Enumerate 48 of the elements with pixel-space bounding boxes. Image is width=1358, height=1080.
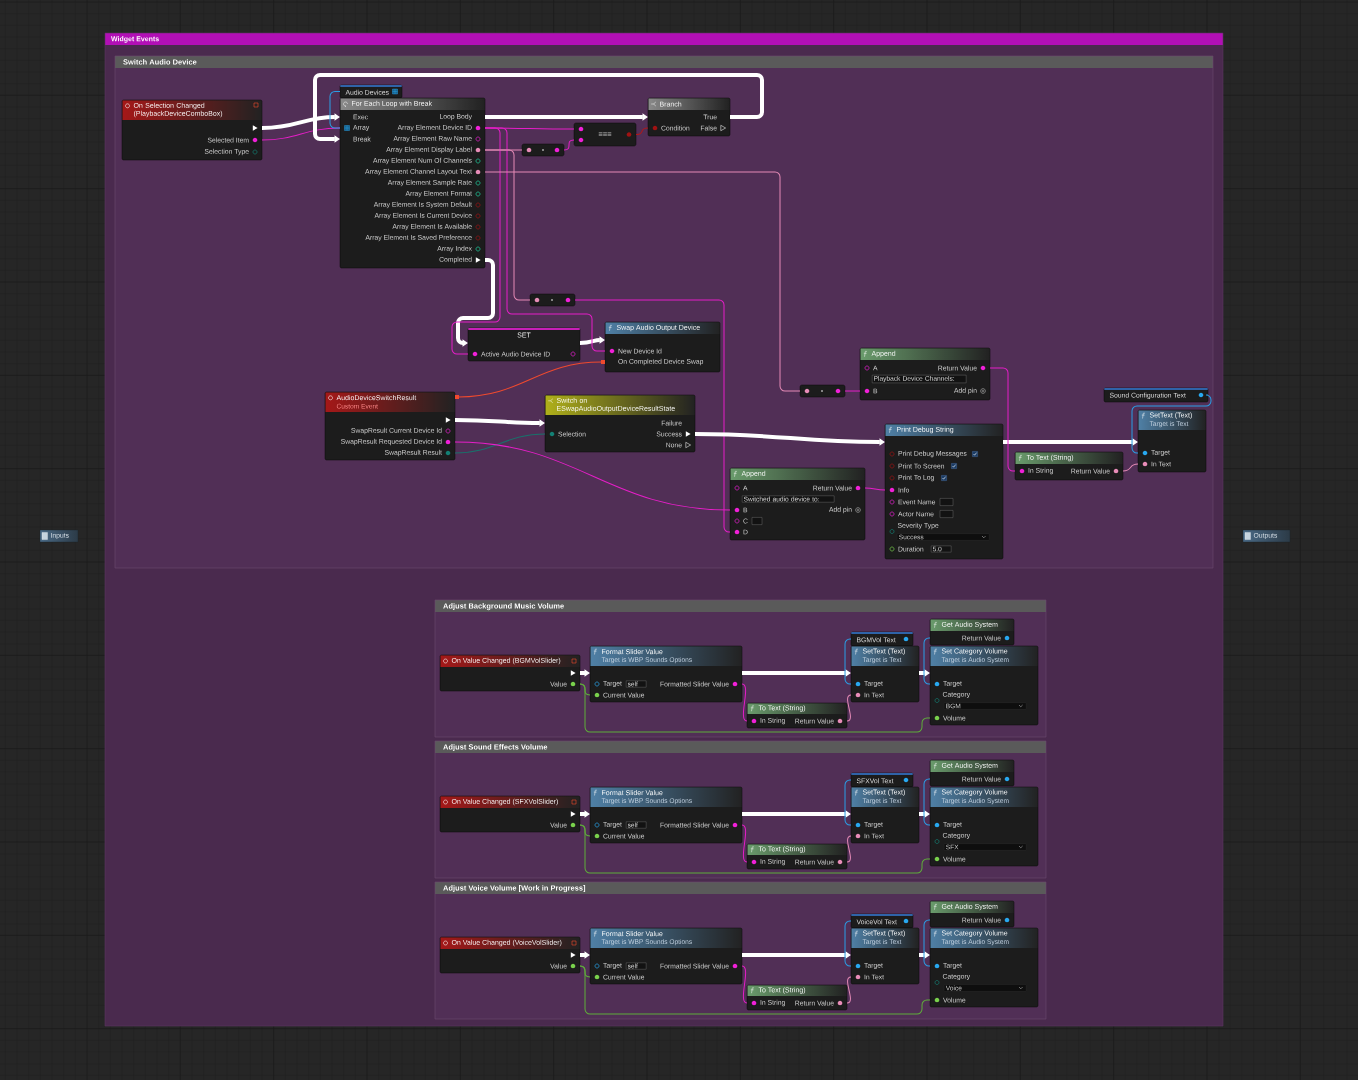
wire <box>579 965 931 1015</box>
wire <box>579 336 605 345</box>
wire <box>844 390 861 392</box>
wire <box>695 432 885 446</box>
wire <box>1131 394 1212 454</box>
wire <box>989 367 1016 472</box>
wire <box>923 637 931 685</box>
wire <box>741 965 748 1004</box>
wire <box>579 824 931 874</box>
wire <box>919 669 930 677</box>
wire <box>864 487 886 491</box>
wire <box>741 824 748 863</box>
wire <box>484 171 801 392</box>
wire <box>454 433 546 454</box>
wire <box>844 638 852 685</box>
wire <box>454 441 731 511</box>
wire <box>741 683 748 722</box>
wire <box>742 810 851 818</box>
wire <box>261 113 340 130</box>
wire <box>846 694 852 722</box>
wire <box>484 149 531 301</box>
wire <box>580 669 590 677</box>
wire <box>580 810 590 818</box>
wire <box>844 920 852 967</box>
wire <box>580 951 590 959</box>
wire <box>455 418 545 427</box>
wire <box>844 779 852 826</box>
wire <box>635 127 649 135</box>
wire <box>846 976 852 1004</box>
wire <box>919 951 930 959</box>
wire <box>451 127 501 355</box>
wire <box>563 139 575 151</box>
wire <box>313 73 764 143</box>
wire <box>484 127 606 352</box>
wire <box>456 258 495 347</box>
wire <box>485 113 648 121</box>
wire <box>923 778 931 826</box>
wire <box>846 835 852 863</box>
wire <box>574 299 731 533</box>
wire <box>742 951 851 959</box>
wire <box>1003 438 1138 446</box>
wire <box>1122 463 1139 472</box>
wire <box>919 810 930 818</box>
wire <box>329 91 341 129</box>
wire <box>579 683 931 733</box>
wire <box>742 669 851 677</box>
wire <box>455 360 605 399</box>
wire <box>923 919 931 967</box>
